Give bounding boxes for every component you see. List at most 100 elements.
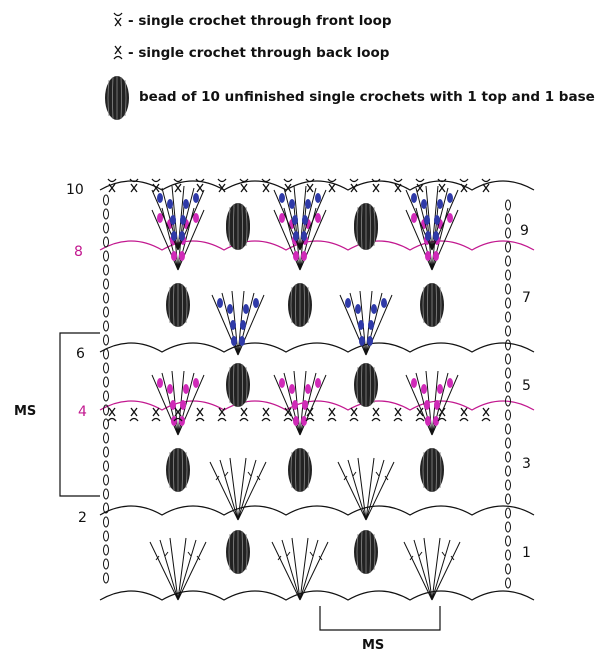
chain-stitch xyxy=(505,297,511,309)
chain-scallop xyxy=(99,240,535,251)
stitch-fan xyxy=(405,205,459,271)
chain-stitch xyxy=(103,236,109,248)
chain-stitch xyxy=(103,558,109,570)
chain-stitch xyxy=(103,390,109,402)
chain-stitch xyxy=(505,549,511,561)
chain-stitch xyxy=(103,418,109,430)
chain-scallop xyxy=(99,590,535,601)
chain-stitch xyxy=(505,213,511,225)
chain-scallop xyxy=(99,180,535,191)
chain-stitch xyxy=(505,493,511,505)
chain-stitch xyxy=(103,446,109,458)
chain-stitch xyxy=(103,250,109,262)
sc-symbol xyxy=(459,407,469,422)
stitch-fan xyxy=(403,537,461,601)
bead-symbol xyxy=(419,282,445,328)
row-number-1: 1 xyxy=(522,545,531,561)
chain-stitch xyxy=(505,521,511,533)
chain-stitch xyxy=(103,208,109,220)
sc-symbol xyxy=(305,178,315,193)
chain-stitch xyxy=(103,362,109,374)
row-number-10: 10 xyxy=(66,182,84,198)
chain-stitch xyxy=(103,292,109,304)
chain-stitch xyxy=(103,320,109,332)
row-number-5: 5 xyxy=(522,378,531,394)
chain-stitch xyxy=(505,465,511,477)
chain-stitch xyxy=(103,460,109,472)
sc-symbol xyxy=(349,407,359,422)
bead-symbol xyxy=(225,362,251,408)
chain-stitch xyxy=(103,306,109,318)
chain-stitch xyxy=(505,381,511,393)
sc-symbol xyxy=(129,178,139,193)
stitch-fan xyxy=(405,370,459,436)
bead-symbol xyxy=(225,529,251,575)
sc-symbol xyxy=(107,407,117,422)
row-number-2: 2 xyxy=(78,510,87,526)
sc-symbol xyxy=(481,178,491,193)
bead-symbol xyxy=(287,447,313,493)
sc-back-loop-icon xyxy=(113,45,123,60)
sc-symbol xyxy=(371,407,381,422)
chain-stitch xyxy=(505,409,511,421)
chain-stitch xyxy=(103,530,109,542)
chain-stitch xyxy=(505,241,511,253)
chain-scallop xyxy=(99,342,535,353)
chain-stitch xyxy=(103,502,109,514)
chain-stitch xyxy=(103,432,109,444)
sc-front-loop-icon xyxy=(113,12,123,27)
stitch-fan xyxy=(339,290,393,356)
row-number-3: 3 xyxy=(522,456,531,472)
sc-symbol xyxy=(437,178,447,193)
row-number-4: 4 xyxy=(78,404,87,420)
bead-symbol xyxy=(353,362,379,408)
sc-symbol xyxy=(261,407,271,422)
chain-stitch xyxy=(505,577,511,589)
chain-stitch xyxy=(505,227,511,239)
sc-symbol xyxy=(129,407,139,422)
chain-stitch xyxy=(103,222,109,234)
ms-left-bracket xyxy=(59,332,100,497)
sc-symbol xyxy=(195,407,205,422)
bead-symbol xyxy=(165,447,191,493)
chain-stitch xyxy=(505,395,511,407)
sc-symbol xyxy=(261,178,271,193)
chain-stitch xyxy=(103,278,109,290)
chain-stitch xyxy=(505,199,511,211)
chain-stitch xyxy=(505,339,511,351)
sc-symbol xyxy=(305,407,315,422)
chain-stitch xyxy=(505,507,511,519)
sc-symbol xyxy=(327,407,337,422)
chain-stitch xyxy=(103,334,109,346)
stitch-fan xyxy=(273,370,327,436)
chain-stitch xyxy=(103,544,109,556)
ms-label-bottom: MS xyxy=(362,638,385,653)
legend-label-back-loop: - single crochet through back loop xyxy=(128,45,390,61)
bead-symbol xyxy=(353,205,379,251)
sc-symbol xyxy=(327,178,337,193)
chain-stitch xyxy=(103,348,109,360)
chain-stitch xyxy=(505,367,511,379)
row-number-8: 8 xyxy=(74,244,83,260)
chart-grid xyxy=(99,178,535,601)
chain-scallop xyxy=(99,505,535,516)
chain-stitch xyxy=(505,283,511,295)
bead-symbol xyxy=(419,447,445,493)
stitch-fan xyxy=(273,205,327,271)
sc-symbol xyxy=(371,178,381,193)
ms-bottom-bracket xyxy=(319,606,441,631)
chain-stitch xyxy=(103,264,109,276)
chain-stitch xyxy=(103,194,109,206)
sc-symbol xyxy=(239,407,249,422)
row-number-9: 9 xyxy=(520,223,529,239)
sc-symbol xyxy=(151,407,161,422)
chain-stitch xyxy=(505,437,511,449)
sc-symbol xyxy=(239,178,249,193)
row-number-7: 7 xyxy=(522,290,531,306)
bead-symbol xyxy=(353,529,379,575)
legend-label-front-loop: - single crochet through front loop xyxy=(128,13,392,29)
ms-label-left: MS xyxy=(14,404,37,419)
chain-stitch xyxy=(103,376,109,388)
chain-stitch xyxy=(505,353,511,365)
chain-stitch xyxy=(505,311,511,323)
